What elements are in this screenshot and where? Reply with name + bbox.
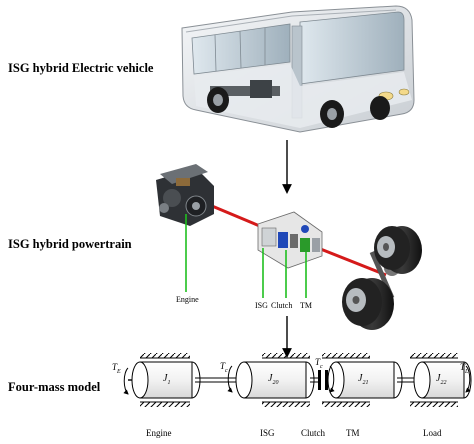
label-tm: TM [300,301,312,310]
label-isg: ISG [255,301,268,310]
vehicle-title: ISG hybrid Electric vehicle [8,61,154,75]
shaft-tm-to-axle [317,246,387,277]
torque-arc-clutch-left [227,365,233,393]
powertrain-illustration [156,164,422,330]
inertia-cylinder-j21 [327,361,403,399]
torque-symbol-load: TL [460,362,469,375]
ground-bottom [140,401,458,407]
shaft-engine-to-isg [211,204,263,229]
inertia-cylinder-j20 [235,361,315,399]
bottom-label-clutch: Clutch [301,428,325,438]
clutch-plate-right [325,370,328,390]
torque-symbol-clutch-left: Tc [220,361,228,374]
torque-arc-load [465,365,471,393]
four-mass-model [123,353,472,407]
label-clutch: Clutch [271,301,293,310]
bottom-label-load: Load [423,428,442,438]
rear-axle-wheels [342,226,422,330]
inertia-cylinder-j1 [131,361,201,399]
inertia-label-j21: J21 [358,373,369,386]
torque-arc-engine [123,367,129,395]
label-engine: Engine [176,295,199,304]
isg-clutch-tm-unit [257,211,323,269]
torque-symbol-clutch-right: Tc [315,357,323,370]
inertia-label-j20: J20 [268,373,279,386]
inertia-label-j22: J22 [436,373,447,386]
inertia-cylinder-j22 [413,361,472,399]
bottom-label-tm: TM [346,428,360,438]
bus-illustration [181,5,415,133]
torque-arc-clutch-right [329,365,335,393]
ground-top [140,353,458,359]
powertrain-title: ISG hybrid powertrain [8,237,132,251]
torque-symbol-engine: TE [112,362,121,375]
engine-block [156,164,214,226]
bottom-label-isg: ISG [260,428,275,438]
bottom-label-engine: Engine [146,428,172,438]
model-title: Four-mass model [8,380,101,394]
inertia-label-j1: J1 [163,373,171,386]
clutch-plate-left [318,370,321,390]
